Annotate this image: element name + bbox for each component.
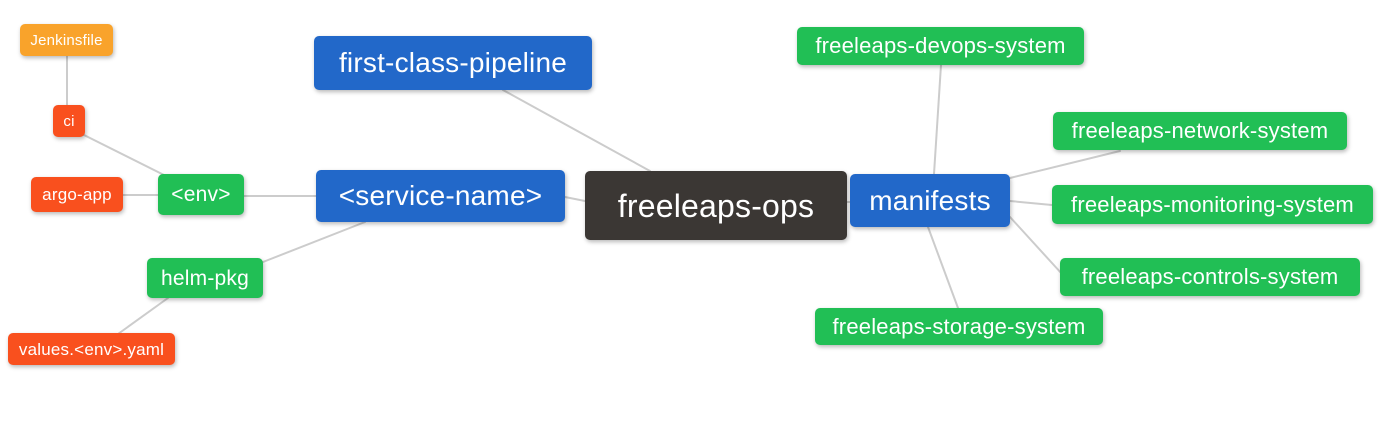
node-freeleaps-devops-system[interactable]: freeleaps-devops-system [797,27,1084,65]
edge-first-class-pipeline-to-freeleaps-ops [502,89,651,172]
node-freeleaps-controls-system[interactable]: freeleaps-controls-system [1060,258,1360,296]
node-service-name[interactable]: <service-name> [316,170,565,222]
node-first-class-pipeline[interactable]: first-class-pipeline [314,36,592,90]
edge-manifests-to-freeleaps-controls-system [1009,216,1063,275]
edge-helm-pkg-to-values-env-yaml [117,297,169,335]
edge-ci-to-env [79,132,171,179]
node-ci[interactable]: ci [53,105,85,137]
node-values-env-yaml[interactable]: values.<env>.yaml [8,333,175,365]
edge-manifests-to-freeleaps-storage-system [927,226,959,309]
node-freeleaps-network-system[interactable]: freeleaps-network-system [1053,112,1347,150]
node-freeleaps-monitoring-system[interactable]: freeleaps-monitoring-system [1052,185,1373,224]
node-env[interactable]: <env> [158,174,244,215]
node-freeleaps-storage-system[interactable]: freeleaps-storage-system [815,308,1103,345]
node-argo-app[interactable]: argo-app [31,177,123,212]
edge-manifests-to-freeleaps-devops-system [933,64,942,175]
node-manifests[interactable]: manifests [850,174,1010,227]
edge-manifests-to-freeleaps-monitoring-system [1009,200,1053,206]
node-helm-pkg[interactable]: helm-pkg [147,258,263,298]
node-jenkinsfile[interactable]: Jenkinsfile [20,24,113,56]
edge-service-name-to-helm-pkg [262,221,366,263]
node-freeleaps-ops[interactable]: freeleaps-ops [585,171,847,240]
edge-service-name-to-freeleaps-ops [564,196,586,202]
edge-manifests-to-freeleaps-network-system [1009,150,1121,179]
